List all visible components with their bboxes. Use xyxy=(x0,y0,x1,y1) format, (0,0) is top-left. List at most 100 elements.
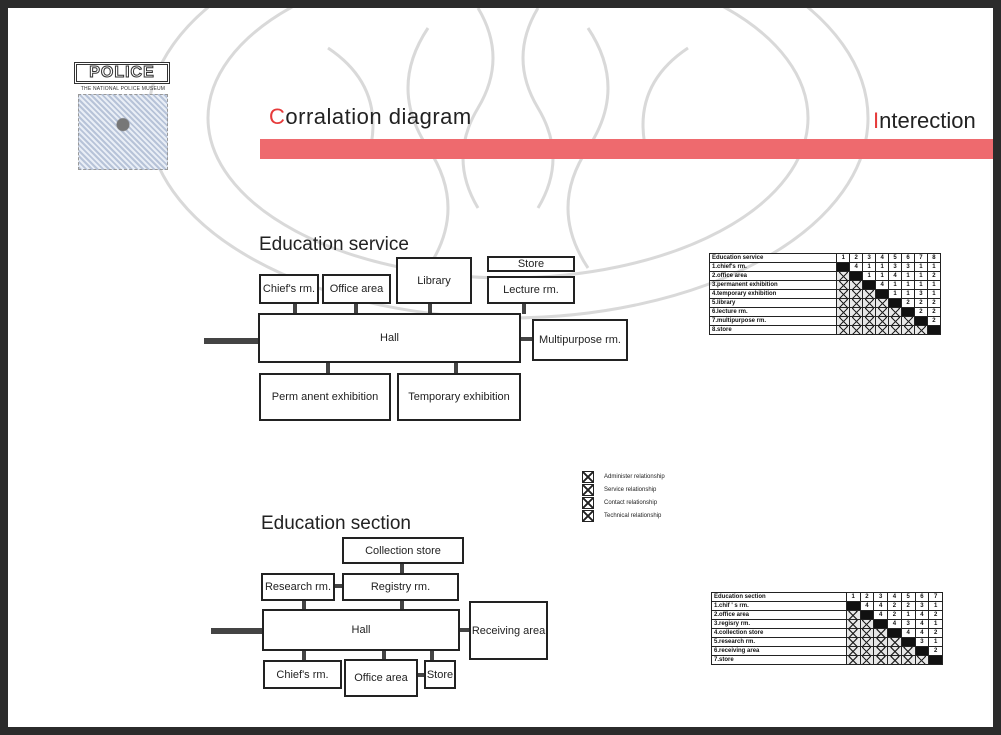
section-matrix-cell: 1 xyxy=(929,638,943,647)
police-museum-logo: POLICE THE NATIONAL POLICE MUSEUM xyxy=(74,62,172,172)
room-research: Research rm. xyxy=(261,573,335,601)
legend-label: Technical relationship xyxy=(604,513,661,519)
service-matrix-cell: 1 xyxy=(902,272,915,281)
service-matrix-cell: 1 xyxy=(902,290,915,299)
service-matrix-cell: 1 xyxy=(915,263,928,272)
service-matrix-cell: 1 xyxy=(927,290,940,299)
service-matrix-cell xyxy=(889,308,902,317)
service-matrix-cell xyxy=(876,290,889,299)
section-matrix-cell xyxy=(846,620,860,629)
room-lecture: Lecture rm. xyxy=(487,276,575,304)
service-matrix-row-label: 2.office area xyxy=(710,272,837,281)
service-matrix-cell: 2 xyxy=(927,317,940,326)
service-matrix-row: 7.multipurpose rm. 2 xyxy=(710,317,941,326)
service-matrix-cell: 4 xyxy=(876,281,889,290)
section-matrix-cell: 4 xyxy=(915,611,929,620)
section-matrix-cell xyxy=(860,611,874,620)
service-matrix-cell: 1 xyxy=(915,281,928,290)
legend-item: Contact relationship xyxy=(582,496,665,509)
service-matrix-row-label: 5.library xyxy=(710,299,837,308)
service-matrix-cell xyxy=(876,317,889,326)
section-matrix-cell: 2 xyxy=(901,602,915,611)
section-matrix-cell xyxy=(846,638,860,647)
section-matrix-cell xyxy=(846,602,860,611)
service-matrix-cell: 2 xyxy=(915,299,928,308)
section-matrix-row: 5.research rm.31 xyxy=(712,638,943,647)
section-matrix-cell xyxy=(874,638,888,647)
service-matrix-row-label: 7.multipurpose rm. xyxy=(710,317,837,326)
service-matrix-cell xyxy=(837,326,850,335)
header-bar xyxy=(260,139,993,159)
legend-label: Contact relationship xyxy=(604,500,657,506)
legend-item: Administer relationship xyxy=(582,470,665,483)
service-matrix-cell xyxy=(850,317,863,326)
service-matrix-cell xyxy=(837,299,850,308)
section-matrix-cell xyxy=(860,656,874,665)
room-collection-store: Collection store xyxy=(342,537,464,564)
service-matrix-col-header: 4 xyxy=(876,254,889,263)
room-office: Office area xyxy=(344,659,418,697)
section-matrix-col-header: 4 xyxy=(888,593,902,602)
room-chiefs: Chief's rm. xyxy=(259,274,319,304)
page-title: Corralation diagram xyxy=(269,104,472,130)
service-matrix-cell: 1 xyxy=(915,272,928,281)
section-matrix-col-header: 3 xyxy=(874,593,888,602)
legend-swatch-icon xyxy=(582,471,594,483)
section-matrix-cell xyxy=(901,638,915,647)
service-matrix-cell xyxy=(837,308,850,317)
section-matrix-row-label: 7.store xyxy=(712,656,847,665)
section-matrix-cell: 4 xyxy=(901,629,915,638)
room-library: Library xyxy=(396,257,472,304)
section-matrix-cell xyxy=(860,638,874,647)
room-hall: Hall xyxy=(262,609,460,651)
section-matrix-cell: 2 xyxy=(929,647,943,656)
service-matrix-cell xyxy=(837,272,850,281)
service-matrix-cell: 2 xyxy=(915,308,928,317)
section-matrix-cell xyxy=(915,647,929,656)
section-matrix-cell xyxy=(860,629,874,638)
service-matrix-cell xyxy=(850,272,863,281)
service-matrix-cell xyxy=(902,317,915,326)
room-multipurpose: Multipurpose rm. xyxy=(532,319,628,361)
service-matrix-cell: 2 xyxy=(902,299,915,308)
room-store: Store xyxy=(424,660,456,689)
service-matrix-col-header: 6 xyxy=(902,254,915,263)
service-matrix-cell xyxy=(915,326,928,335)
service-matrix-cell: 1 xyxy=(889,290,902,299)
section-matrix-cell xyxy=(888,656,902,665)
room-office: Office area xyxy=(322,274,391,304)
section-matrix-row: 6.receiving area2 xyxy=(712,647,943,656)
legend-label: Administer relationship xyxy=(604,474,665,480)
section-matrix-row: 7.store xyxy=(712,656,943,665)
service-matrix-cell xyxy=(889,326,902,335)
section-matrix-cell xyxy=(874,647,888,656)
service-matrix-cell xyxy=(915,317,928,326)
section-matrix-cell xyxy=(888,638,902,647)
section-matrix-col-header: 1 xyxy=(846,593,860,602)
section-matrix-cell xyxy=(929,656,943,665)
section-matrix-cell xyxy=(846,611,860,620)
education-section-matrix: Education section12345671.chif ' s rm.44… xyxy=(711,592,943,665)
service-matrix-row: 4.temporary exhibition1131 xyxy=(710,290,941,299)
service-matrix-col-header: 2 xyxy=(850,254,863,263)
section-matrix-cell xyxy=(901,647,915,656)
service-matrix-cell: 1 xyxy=(876,272,889,281)
service-matrix-row-label: 4.temporary exhibition xyxy=(710,290,837,299)
section-matrix-cell: 1 xyxy=(929,620,943,629)
section-matrix-row-label: 2.office area xyxy=(712,611,847,620)
section-matrix-cell: 1 xyxy=(901,611,915,620)
link xyxy=(430,650,434,660)
section-matrix-cell xyxy=(860,647,874,656)
education-service-title: Education service xyxy=(259,234,409,256)
legend-item: Service relationship xyxy=(582,483,665,496)
section-matrix-cell xyxy=(874,629,888,638)
section-matrix-cell xyxy=(901,656,915,665)
service-matrix-cell: 1 xyxy=(863,272,876,281)
service-matrix-row-label: 8.store xyxy=(710,326,837,335)
section-matrix-row: 3.regisry rm.4341 xyxy=(712,620,943,629)
service-matrix-cell: 1 xyxy=(863,263,876,272)
service-matrix-cell xyxy=(863,299,876,308)
section-matrix-cell: 3 xyxy=(915,638,929,647)
